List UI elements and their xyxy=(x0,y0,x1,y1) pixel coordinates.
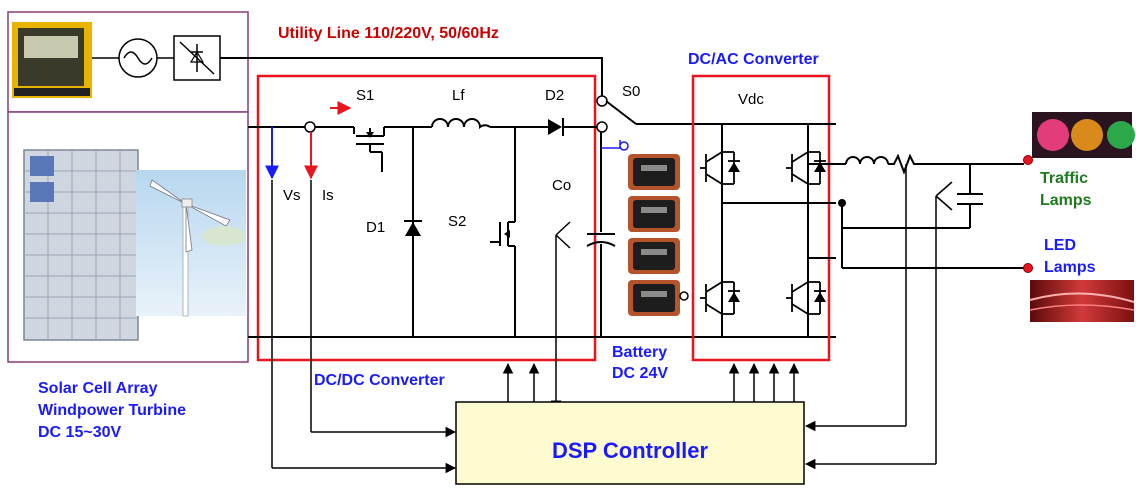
co-capacitor-icon xyxy=(586,233,616,247)
led-lamps-label-2: Lamps xyxy=(1044,259,1096,276)
generator-panel xyxy=(7,11,249,113)
igbt-lower-right-icon xyxy=(786,281,826,315)
led-lamps-image xyxy=(1029,280,1135,322)
generator-image xyxy=(12,22,92,98)
s2-label: S2 xyxy=(448,213,466,230)
battery-label: Battery xyxy=(612,344,667,361)
battery-pack-image xyxy=(628,154,689,316)
solar-panel-image xyxy=(23,149,139,341)
is-label: Is xyxy=(322,187,334,204)
dcdc-converter-label: DC/DC Converter xyxy=(314,372,445,389)
traffic-lamps-label-2: Lamps xyxy=(1040,192,1092,209)
lf-inductor-icon xyxy=(431,118,491,130)
igbt-upper-left-icon xyxy=(700,151,740,185)
s1-switch-icon xyxy=(353,127,385,172)
lf-label: Lf xyxy=(452,87,465,104)
s1-label: S1 xyxy=(356,87,374,104)
control-signal-arrows xyxy=(502,362,800,402)
wind-turbine-image xyxy=(136,170,246,317)
solar-array-label: Solar Cell Array xyxy=(38,380,158,397)
dcac-converter-label: DC/AC Converter xyxy=(688,51,819,68)
vdc-label: Vdc xyxy=(738,91,764,108)
co-label: Co xyxy=(552,177,571,194)
rectifier-icon xyxy=(173,35,221,81)
dcdc-converter-box xyxy=(256,74,597,362)
dsp-controller-box xyxy=(455,401,805,485)
utility-line-label: Utility Line 110/220V, 50/60Hz xyxy=(278,25,499,42)
traffic-lamps-label: Traffic xyxy=(1040,170,1088,187)
igbt-lower-left-icon xyxy=(700,281,740,315)
wind-turbine-label: Windpower Turbine xyxy=(38,402,186,419)
led-lamps-label: LED xyxy=(1044,237,1076,254)
battery-voltage-label: DC 24V xyxy=(612,365,668,382)
source-voltage-label: DC 15~30V xyxy=(38,424,121,441)
traffic-lamps-image xyxy=(1032,112,1135,158)
output-capacitor-icon xyxy=(957,193,983,205)
d2-label: D2 xyxy=(545,87,564,104)
s2-switch-icon xyxy=(490,221,515,247)
output-inductor-icon xyxy=(845,156,889,165)
d2-diode-icon xyxy=(548,118,564,136)
igbt-upper-right-icon xyxy=(786,151,826,185)
dcac-converter-box xyxy=(691,74,831,362)
output-resistor-icon xyxy=(888,153,920,175)
renewable-panel xyxy=(7,111,249,363)
vs-label: Vs xyxy=(283,187,301,204)
s0-label: S0 xyxy=(622,83,640,100)
d1-label: D1 xyxy=(366,219,385,236)
dsp-controller-label: DSP Controller xyxy=(552,438,709,463)
inverter-bridge xyxy=(700,123,836,337)
d1-diode-icon xyxy=(404,220,422,236)
